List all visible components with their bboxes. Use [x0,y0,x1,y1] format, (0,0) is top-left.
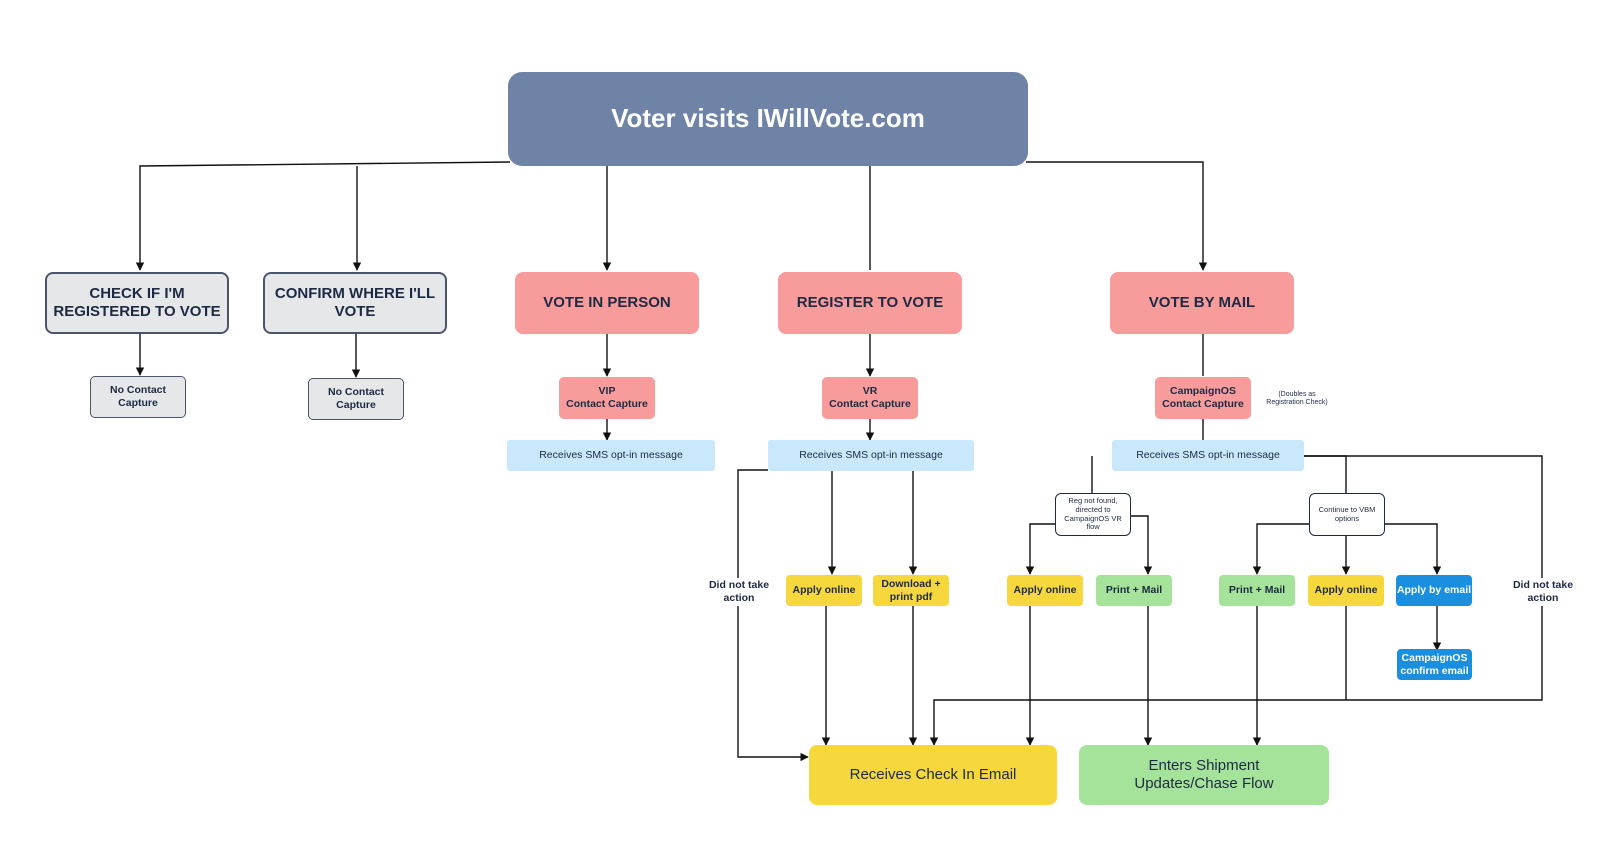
category-check-registration: CHECK IF I'M REGISTERED TO VOTE [45,272,229,334]
connector [1384,523,1442,575]
connector [1300,455,1347,493]
option-reg-print-mail: Print + Mail [1096,575,1172,606]
outcome-shipment-chase-flow: Enters Shipment Updates/Chase Flow [1079,745,1329,805]
option-vr-apply-online: Apply online [786,575,862,606]
capture-confirm: No Contact Capture [308,378,404,420]
option-vbm-apply-online: Apply online [1308,575,1384,606]
capture-check: No Contact Capture [90,376,186,418]
connector [929,455,1543,746]
sms-mail: Receives SMS opt-in message [1112,440,1304,471]
capture-mail: CampaignOS Contact Capture [1155,377,1251,419]
option-vbm-print-mail: Print + Mail [1219,575,1295,606]
decision-reg-not-found: Reg not found, directed to CampaignOS VR… [1055,493,1131,536]
capture-mail-note: (Doubles as Registration Check) [1266,390,1328,406]
connector [737,469,809,762]
outcome-check-in-email: Receives Check In Email [809,745,1057,805]
connector [135,161,511,271]
option-confirm-email: CampaignOS confirm email [1397,649,1472,680]
sms-register: Receives SMS opt-in message [768,440,974,471]
capture-in-person: VIP Contact Capture [559,377,655,419]
option-vbm-apply-email: Apply by email [1396,575,1472,606]
category-confirm-where: CONFIRM WHERE I'LL VOTE [263,272,447,334]
connector [1252,523,1310,575]
label-did-not-take-action-left: Did not take action [704,578,774,606]
capture-register: VR Contact Capture [822,377,918,419]
category-vote-by-mail: VOTE BY MAIL [1110,272,1294,334]
root-node: Voter visits IWillVote.com [508,72,1028,166]
connector [1130,515,1153,575]
label-did-not-take-action-right: Did not take action [1508,578,1578,606]
sms-in-person: Receives SMS opt-in message [507,440,715,471]
option-vr-download-print: Download + print pdf [873,575,949,606]
connector [1026,161,1208,271]
option-reg-apply-online: Apply online [1007,575,1083,606]
decision-continue-vbm: Continue to VBM options [1309,493,1385,536]
category-vote-in-person: VOTE IN PERSON [515,272,699,334]
connector [1025,523,1056,575]
category-register-to-vote: REGISTER TO VOTE [778,272,962,334]
